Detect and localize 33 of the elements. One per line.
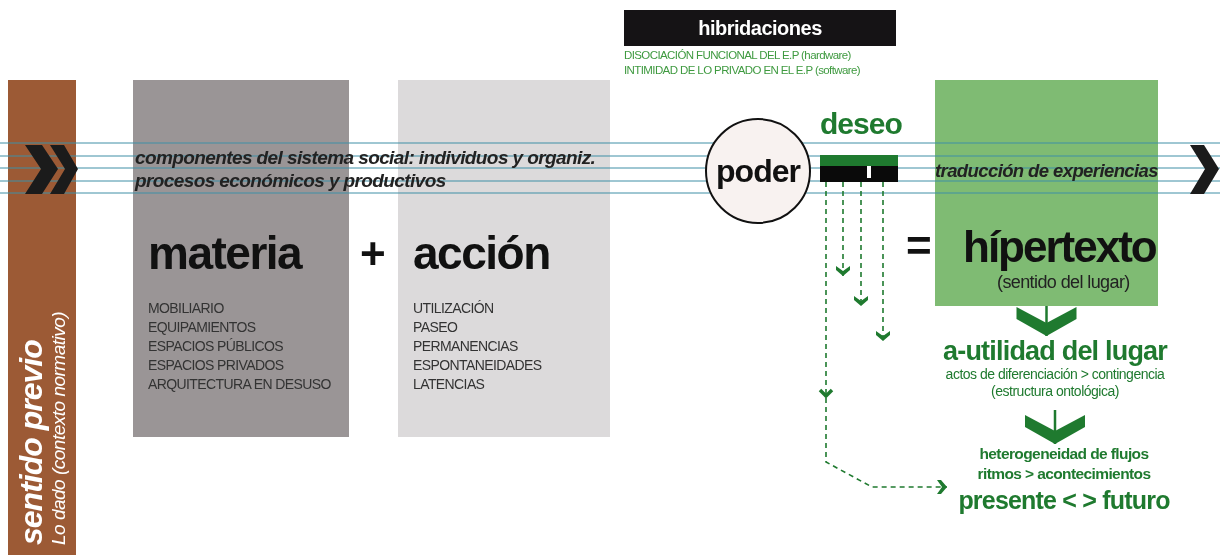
list-item: ESPACIOS PÚBLICOS (148, 337, 284, 356)
node-title: a-utilidad del lugar (943, 336, 1167, 366)
panel-title: hípertexto (963, 222, 1156, 272)
list-item: ARQUITECTURA EN DESUSO (148, 375, 331, 394)
band-subtitle: Lo dado (contexto normativo) (48, 311, 70, 545)
note-text: INTIMIDAD DE LO PRIVADO EN EL E.P (software) (624, 63, 861, 78)
result-panel (935, 80, 1158, 306)
flow-label: procesos económicos y productivos (135, 171, 446, 190)
node-title: presente < > futuro (958, 485, 1170, 516)
list-item: MOBILIARIO (148, 299, 224, 318)
note-text: DISOCIACIÓN FUNCIONAL DEL E.P (hardware) (624, 48, 851, 63)
list-item: PERMANENCIAS (413, 337, 518, 356)
heading-bar (624, 10, 896, 46)
list-item: EQUIPAMIENTOS (148, 318, 256, 337)
bar-heading: deseo (820, 106, 902, 142)
list-item: PASEO (413, 318, 458, 337)
list-item: UTILIZACIÓN (413, 299, 494, 318)
node-description: heterogeneidad de flujos ritmos > acontecimientos (976, 444, 1152, 484)
vertical-band (8, 80, 76, 555)
band-title: sentido previo (14, 340, 48, 545)
circle-label: poder (716, 152, 800, 190)
flow-label: componentes del sistema social: individuos y organiz. (135, 148, 596, 167)
panel-title: acción (413, 228, 550, 278)
panel-subtitle: (sentido del lugar) (997, 272, 1130, 293)
list-item: ESPONTANEIDADES (413, 356, 542, 375)
list-item: ESPACIOS PRIVADOS (148, 356, 284, 375)
operator-sign: + (360, 232, 386, 276)
bar-title: hibridaciones (698, 16, 822, 40)
node-description: actos de diferenciación > contingencia (estructura ontológica) (944, 366, 1166, 400)
operator-sign: = (906, 224, 932, 268)
panel-title: materia (148, 228, 302, 278)
flow-label: traducción de experiencias (935, 162, 1158, 181)
list-item: LATENCIAS (413, 375, 485, 394)
